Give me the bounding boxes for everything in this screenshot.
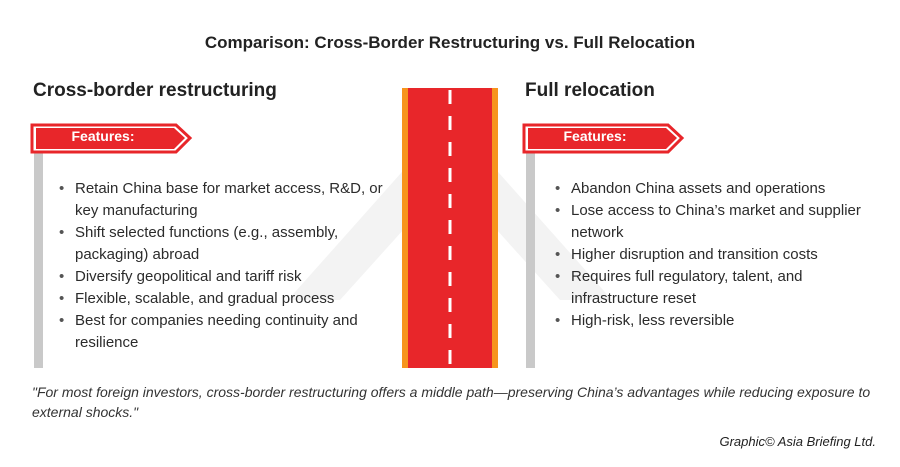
list-item: Best for companies needing continuity an…: [57, 310, 387, 354]
right-signpost-pole: [526, 140, 535, 368]
right-column-heading: Full relocation: [525, 80, 655, 101]
graphic-credit: Graphic© Asia Briefing Ltd.: [719, 434, 876, 449]
left-feature-list: Retain China base for market access, R&D…: [57, 178, 387, 354]
page-title: Comparison: Cross-Border Restructuring v…: [204, 33, 696, 52]
list-item: Diversify geopolitical and tariff risk: [57, 266, 387, 288]
list-item: Flexible, scalable, and gradual process: [57, 288, 387, 310]
list-item: High-risk, less reversible: [553, 310, 893, 332]
right-features-sign: Features:: [520, 121, 685, 157]
right-sign-shape: [522, 123, 685, 154]
road-icon: [402, 88, 498, 368]
left-column-heading: Cross-border restructuring: [33, 80, 277, 101]
left-sign-shape: [30, 123, 193, 154]
list-item: Requires full regulatory, talent, and in…: [553, 266, 893, 310]
list-item: Abandon China assets and operations: [553, 178, 893, 200]
list-item: Lose access to China’s market and suppli…: [553, 200, 893, 244]
left-features-sign: Features:: [28, 121, 193, 157]
list-item: Higher disruption and transition costs: [553, 244, 893, 266]
left-signpost-pole: [34, 140, 43, 368]
left-sign-label: Features:: [71, 128, 135, 144]
list-item: Shift selected functions (e.g., assembly…: [57, 222, 387, 266]
summary-quote: "For most foreign investors, cross-borde…: [32, 384, 871, 420]
list-item: Retain China base for market access, R&D…: [57, 178, 387, 222]
right-sign-label: Features:: [563, 128, 627, 144]
right-feature-list: Abandon China assets and operations Lose…: [553, 178, 893, 332]
